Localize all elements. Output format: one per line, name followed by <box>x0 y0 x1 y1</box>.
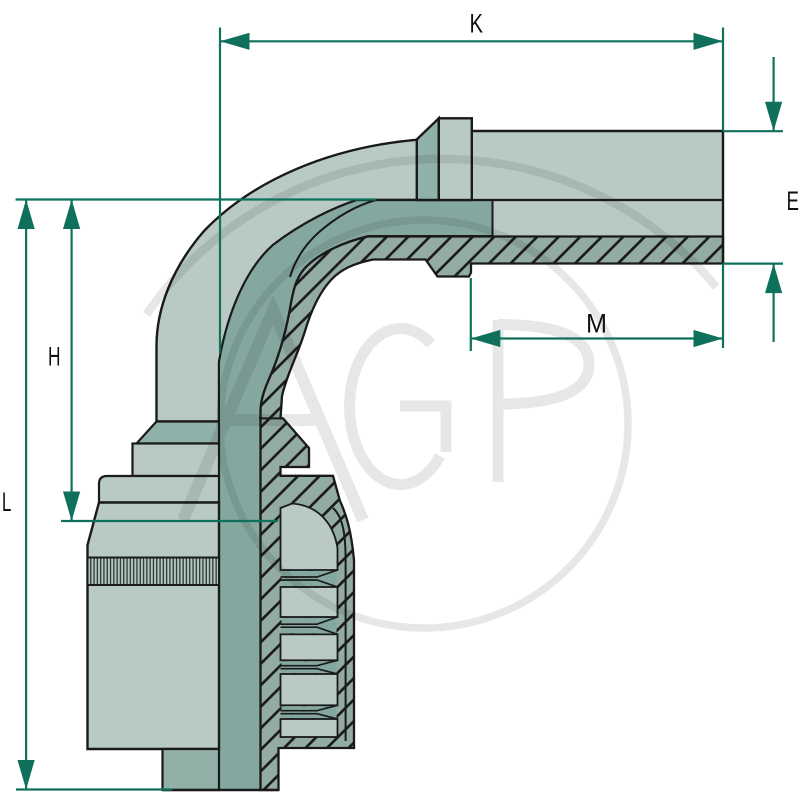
svg-text:H: H <box>48 341 61 371</box>
svg-text:E: E <box>787 186 800 216</box>
svg-text:K: K <box>470 9 484 39</box>
svg-text:M: M <box>586 309 607 339</box>
svg-text:L: L <box>2 487 12 517</box>
